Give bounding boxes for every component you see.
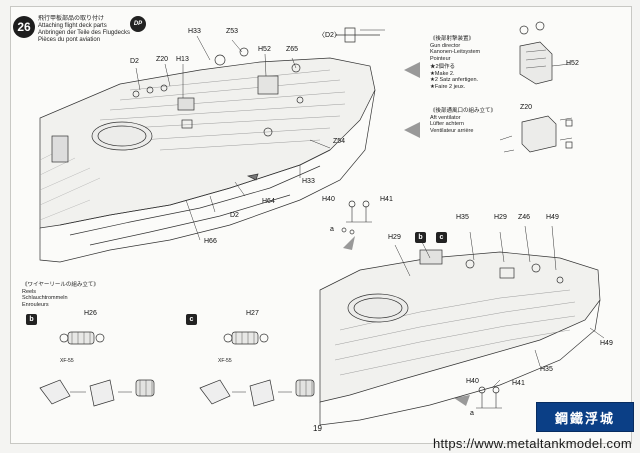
label-h64: H64	[262, 198, 275, 205]
step-title-fr: Pièces du pont aviation	[38, 37, 101, 43]
label-h27: H27	[246, 310, 259, 317]
dp-badge: DP	[130, 16, 146, 32]
label-a-top: a	[330, 226, 334, 233]
watermark-logo: 鋼鐵浮城	[536, 402, 634, 432]
label-d2-bottom: D2	[230, 212, 239, 219]
label-z20-inset: Z20	[520, 104, 533, 111]
step-title: 飛行甲板部品の取り付け Attaching flight deck parts …	[38, 16, 130, 44]
label-h49-top: H49	[546, 214, 559, 221]
badge-c-reel: c	[186, 314, 197, 325]
label-z20-main: Z20	[156, 56, 169, 63]
step-title-de: Anbringen der Teile des Flugdecks	[38, 30, 130, 36]
badge-b-main: b	[415, 232, 426, 243]
note-make-2: ★2個作る ★Make 2. ★2 Satz anfertigen. ★Fair…	[430, 64, 479, 90]
label-h41-bottom: H41	[512, 380, 525, 387]
label-h29-left: H29	[388, 234, 401, 241]
label-xf55-b: XF-55	[60, 358, 74, 364]
label-d2-paren: 〈D2〉	[318, 32, 341, 39]
label-z53: Z53	[226, 28, 239, 35]
label-h35-bottom: H35	[540, 366, 553, 373]
label-h35: H35	[456, 214, 469, 221]
label-h33-mid: H33	[302, 178, 315, 185]
watermark-url: https://www.metaltankmodel.com	[432, 436, 632, 451]
label-z54: Z54	[333, 138, 346, 145]
label-xf55-c: XF-55	[218, 358, 232, 364]
label-d2-left: D2	[130, 58, 139, 65]
label-a-bottom: a	[470, 410, 474, 417]
label-h40-top: H40	[322, 196, 335, 203]
label-h41-top: H41	[380, 196, 393, 203]
note-gun-director: 《後部射撃装置》 Gun director Kanonen-Leitsystem…	[430, 36, 481, 62]
label-h49-right: H49	[600, 340, 613, 347]
label-h66: H66	[204, 238, 217, 245]
step-title-en: Attaching flight deck parts	[38, 23, 107, 29]
label-h26: H26	[84, 310, 97, 317]
step-title-ja: 飛行甲板部品の取り付け	[38, 16, 105, 22]
note-ventilator: 《後部通風口の組み立て》 Aft ventilator Lüfter achte…	[430, 108, 497, 134]
step-number-badge: 26	[13, 16, 35, 38]
label-h13: H13	[176, 56, 189, 63]
badge-b-reel: b	[26, 314, 37, 325]
label-z46: Z46	[518, 214, 531, 221]
label-h52-inset: H52	[566, 60, 579, 67]
label-h29-right: H29	[494, 214, 507, 221]
page-number: 19	[313, 424, 322, 433]
label-h40-bottom: H40	[466, 378, 479, 385]
watermark-logo-text: 鋼鐵浮城	[554, 411, 615, 427]
badge-c-main: c	[436, 232, 447, 243]
label-h33-top: H33	[188, 28, 201, 35]
label-z65: Z65	[286, 46, 299, 53]
label-h52: H52	[258, 46, 271, 53]
note-reels: 《ワイヤーリールの組み立て》 Reels Schlauchtrommeln En…	[22, 282, 99, 308]
